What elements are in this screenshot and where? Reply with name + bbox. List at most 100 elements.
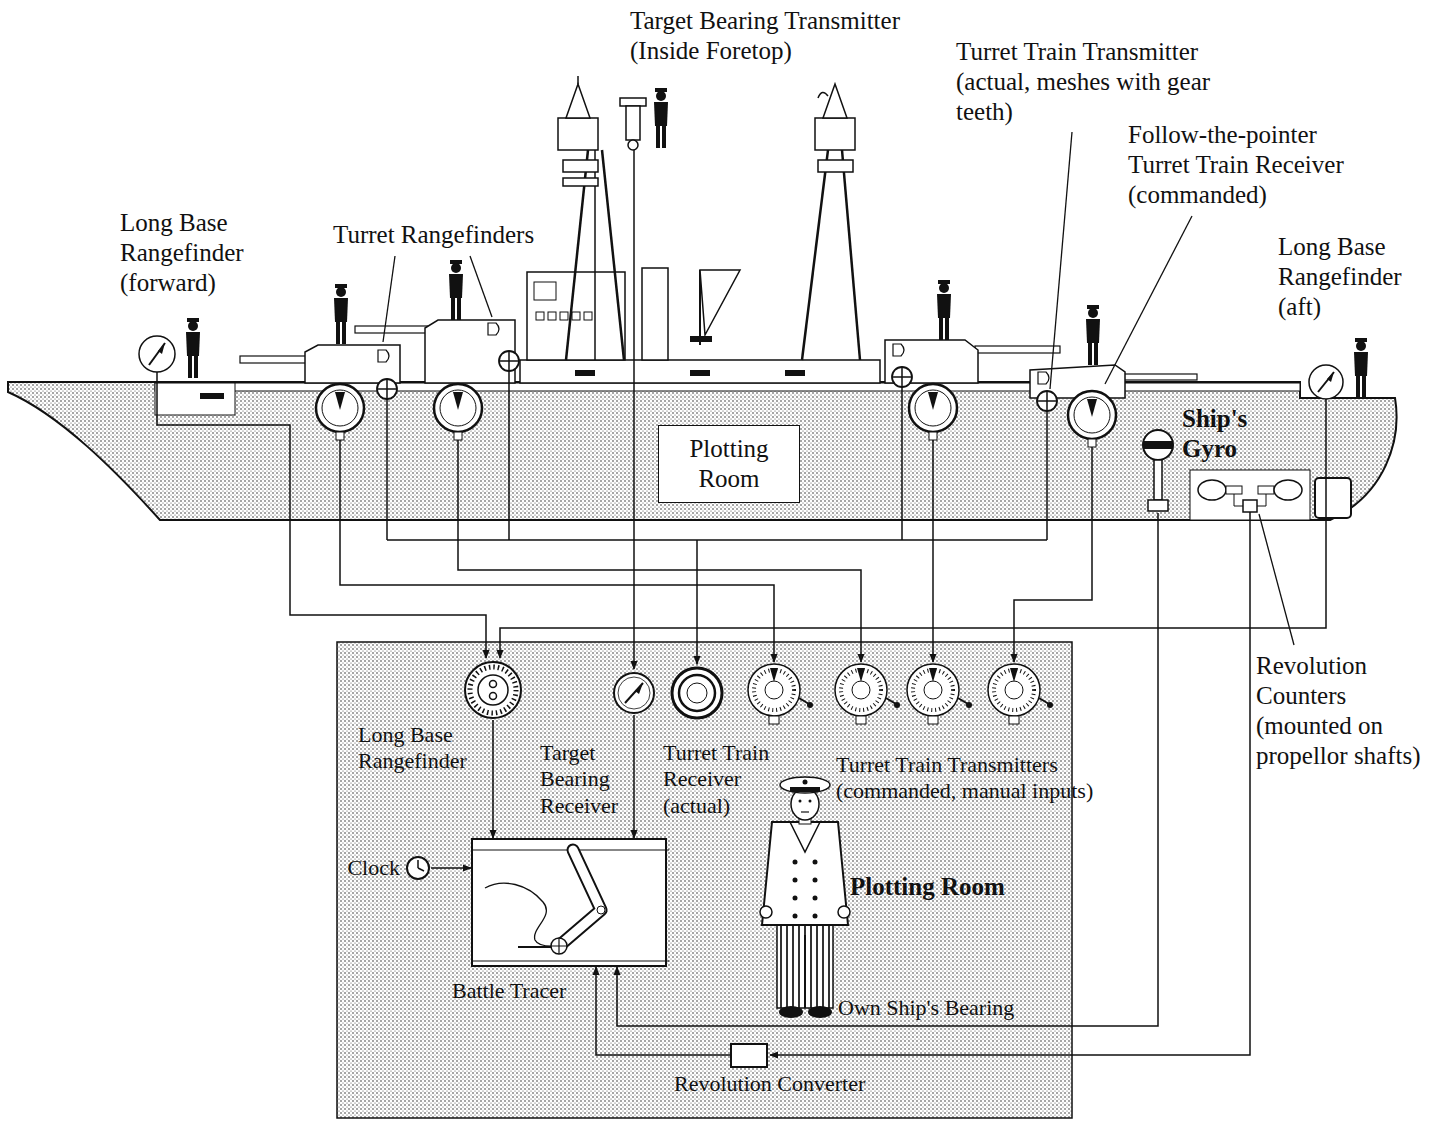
signal-connector <box>492 720 494 838</box>
superstructure-part <box>584 312 592 320</box>
node-label: Target Bearing Receiver <box>540 740 628 819</box>
transmitter-dial-part <box>748 664 800 716</box>
transmitter-dial-part <box>966 702 972 708</box>
superstructure-part <box>700 270 740 335</box>
train-transmitter-gear-part <box>1037 391 1057 411</box>
crew-figure-part <box>1086 305 1100 365</box>
superstructure-part <box>785 370 805 376</box>
bearing-receiver-dial-shape <box>612 671 656 715</box>
leader-line-part <box>1105 216 1192 384</box>
transmitter-dial-part <box>807 702 813 708</box>
rangefinder-sight-part <box>1327 372 1334 382</box>
revolution-counter-part <box>1243 500 1257 512</box>
transmitter-dial-part <box>765 681 783 699</box>
rangefinder-sight-part <box>149 343 165 365</box>
signal-wire-part <box>500 399 1326 658</box>
callout-label: Target Bearing Transmitter (Inside Foret… <box>630 6 950 66</box>
callout-label: Turret Train Transmitters (commanded, ma… <box>836 752 1136 805</box>
leader-line-part <box>383 256 395 342</box>
crew-figure-part <box>937 280 951 340</box>
superstructure-part <box>534 282 556 300</box>
rangefinder-sight-part <box>1318 372 1334 392</box>
battle-tracer-box-part <box>559 850 601 946</box>
plotting-room-box: Plotting Room <box>658 425 800 503</box>
signal-wire-part <box>1014 447 1092 662</box>
clock-dial: Clock <box>405 855 431 881</box>
turret-dial-part <box>440 390 476 426</box>
gun-turret <box>240 345 400 383</box>
signal-connector <box>617 513 1158 1026</box>
turret-dial-part <box>1068 391 1116 439</box>
transmitter-dial-part <box>1010 668 1018 682</box>
train-transmitter-gear-part <box>892 367 912 387</box>
target-bearing-transmitter-part <box>628 140 638 150</box>
target-bearing-transmitter-part <box>626 106 640 140</box>
transmitter-dial <box>835 664 900 724</box>
main-mast-part <box>815 118 855 150</box>
callout-label: Long Base Rangefinder (forward) <box>120 208 270 298</box>
callout-label: Follow-the-pointer Turret Train Receiver… <box>1128 120 1383 210</box>
superstructure-part <box>690 370 710 376</box>
train-transmitter-gear-part <box>499 351 519 371</box>
gun-turret-part <box>975 346 1060 353</box>
officer-figure-part <box>813 878 818 883</box>
ship-hull-part <box>8 382 1396 520</box>
officer-figure-part <box>793 914 798 919</box>
bearing-receiver-dial-part <box>625 683 643 703</box>
train-transmitter-gear-part <box>377 379 397 399</box>
superstructure-part <box>536 312 544 320</box>
turret-dial-part <box>928 392 938 410</box>
leader-line-part <box>1259 514 1294 645</box>
transmitter-dial <box>748 664 813 724</box>
clock-dial-shape <box>405 855 431 881</box>
fore-mast-part <box>577 76 579 84</box>
crew-figure-part <box>1354 338 1368 398</box>
superstructure-part <box>548 312 556 320</box>
officer-figure-part <box>803 780 808 785</box>
turret-dial-part <box>336 432 344 440</box>
train-receiver-dial-part <box>687 683 707 703</box>
officer-figure-part <box>790 822 820 852</box>
turret-dial-part <box>1074 397 1110 433</box>
transmitter-dial-part <box>929 668 937 682</box>
revolution-counter <box>1198 480 1302 512</box>
crew-figure-part <box>449 260 463 320</box>
battle-tracer-box-part <box>485 883 557 946</box>
clock-dial-part <box>407 857 429 879</box>
gun-turret-part <box>1038 372 1049 384</box>
battle-tracer-box-part <box>551 938 567 954</box>
bearing-receiver-dial-part <box>618 677 650 709</box>
train-transmitter-gear-part <box>892 367 912 387</box>
fore-mast-part <box>558 118 598 150</box>
rangefinder-sight-part <box>158 343 165 354</box>
gun-turret <box>355 320 515 383</box>
edge-label: Own Ship's Bearing <box>838 995 1014 1021</box>
main-mast-part <box>823 84 847 118</box>
transmitter-dial-part <box>924 681 942 699</box>
signal-wire-part <box>932 440 934 662</box>
signal-wire-part <box>157 372 486 658</box>
train-receiver-dial-part <box>679 675 715 711</box>
transmitter-dial-part <box>894 702 900 708</box>
fore-mast-part <box>566 84 590 118</box>
main-mast <box>802 84 860 360</box>
gun-turret-part <box>355 326 429 333</box>
callout-label: Long Base Rangefinder (aft) <box>1278 232 1428 322</box>
officer-figure-part <box>790 787 820 792</box>
officer-figure-part <box>793 896 798 901</box>
fore-mast-part <box>602 150 624 360</box>
crew-figure-part <box>334 284 348 344</box>
node-label: Ship's Gyro <box>1182 404 1262 464</box>
gun-turret <box>1030 365 1197 398</box>
revolution-converter-box: Revolution Converter <box>730 1043 768 1068</box>
leader-line-part <box>470 256 492 317</box>
battle-tracer-box-shape <box>473 840 665 965</box>
transmitter-dial-part <box>886 698 896 704</box>
gun-turret-part <box>893 344 904 356</box>
node-label: Turret Train Receiver (actual) <box>663 740 788 819</box>
rangefinder-sight <box>1309 365 1343 399</box>
gun-turret-part <box>1122 374 1197 380</box>
signal-wire <box>157 150 1326 1055</box>
gun-turret-part <box>305 345 400 383</box>
